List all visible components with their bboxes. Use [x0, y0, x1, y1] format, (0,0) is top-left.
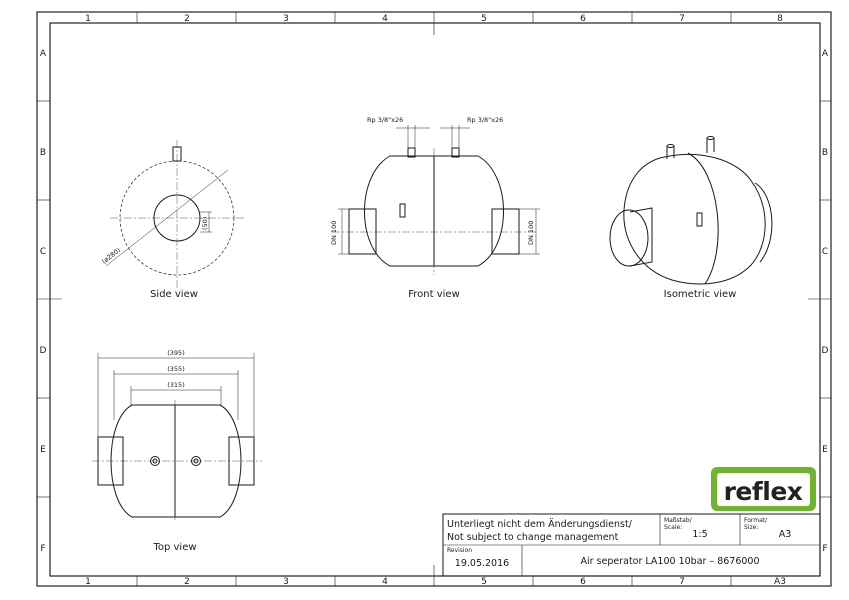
col-label-top: 8 — [777, 14, 783, 24]
notice-german: Unterliegt nicht dem Änderungsdienst/ — [447, 519, 633, 530]
col-label-bottom: 5 — [481, 577, 487, 587]
format-label-de: Format/ — [744, 517, 768, 524]
col-label-bottom: 1 — [85, 577, 91, 587]
row-label-right: B — [822, 148, 828, 158]
format-value: A3 — [779, 529, 792, 540]
scale-label-en: Scale: — [664, 524, 682, 531]
row-label-right: C — [822, 247, 828, 257]
side-dim-offset: (50) — [201, 217, 209, 230]
row-label-left: C — [40, 247, 46, 257]
row-label-right: D — [822, 346, 829, 356]
front-dn-left: DN 100 — [330, 221, 338, 245]
revision-label: Revision — [447, 547, 472, 554]
row-label-right: A — [822, 49, 829, 59]
front-conn-left: Rp 3/8"x26 — [367, 116, 403, 124]
logo-text: reflex — [724, 477, 803, 506]
top-view-label: Top view — [152, 542, 196, 553]
row-label-left: E — [40, 445, 46, 455]
col-label-bottom: 2 — [184, 577, 190, 587]
inner-frame — [49, 22, 821, 577]
col-label-top: 3 — [283, 14, 289, 24]
row-label-left: A — [40, 49, 47, 59]
col-label-bottom: 3 — [283, 577, 289, 587]
col-label-bottom: 6 — [580, 577, 586, 587]
col-label-bottom: 7 — [679, 577, 685, 587]
front-dn-right: DN 100 — [527, 221, 535, 245]
revision-value: 19.05.2016 — [455, 558, 509, 569]
col-label-top: 6 — [580, 14, 586, 24]
isometric-view-label: Isometric view — [664, 289, 737, 300]
front-view: Rp 3/8"x26 Rp 3/8"x26 DN 100 DN 100 Fron… — [330, 116, 540, 300]
top-dim-overall: (395) — [167, 349, 184, 357]
col-label-bottom: 4 — [382, 577, 388, 587]
row-label-right: F — [822, 544, 827, 554]
col-label-top: 7 — [679, 14, 685, 24]
side-view-label: Side view — [150, 289, 198, 300]
drawing-title: Air seperator LA100 10bar – 8676000 — [580, 556, 759, 567]
format-label-en: Size: — [744, 524, 758, 531]
col-label-bottom: A3 — [774, 577, 786, 587]
isometric-view: Isometric view — [609, 136, 773, 300]
logo-inner — [717, 473, 810, 506]
zone-dividers — [37, 12, 831, 586]
col-label-top: 5 — [481, 14, 487, 24]
top-dim-body: (315) — [167, 381, 184, 389]
row-label-left: B — [40, 148, 46, 158]
reflex-logo: reflex — [711, 467, 816, 511]
row-label-right: E — [822, 445, 828, 455]
row-label-left: F — [40, 544, 45, 554]
top-dim-middle: (355) — [167, 365, 184, 373]
col-label-top: 1 — [85, 14, 91, 24]
zone-labels: 1 2 3 4 5 6 7 8 1 2 3 4 5 6 7 A3 A B C D… — [40, 14, 829, 587]
side-view: (ø280) (50) Side view — [100, 140, 244, 300]
title-block: Unterliegt nicht dem Änderungsdienst/ No… — [442, 513, 821, 577]
notice-english: Not subject to change management — [447, 532, 619, 543]
scale-label-de: Maßstab/ — [664, 517, 693, 524]
front-conn-right: Rp 3/8"x26 — [467, 116, 503, 124]
front-view-label: Front view — [408, 289, 460, 300]
col-label-top: 4 — [382, 14, 388, 24]
scale-value: 1:5 — [692, 529, 707, 540]
row-label-left: D — [40, 346, 47, 356]
col-label-top: 2 — [184, 14, 190, 24]
top-view: (395) (355) (315) Top view — [92, 349, 262, 553]
